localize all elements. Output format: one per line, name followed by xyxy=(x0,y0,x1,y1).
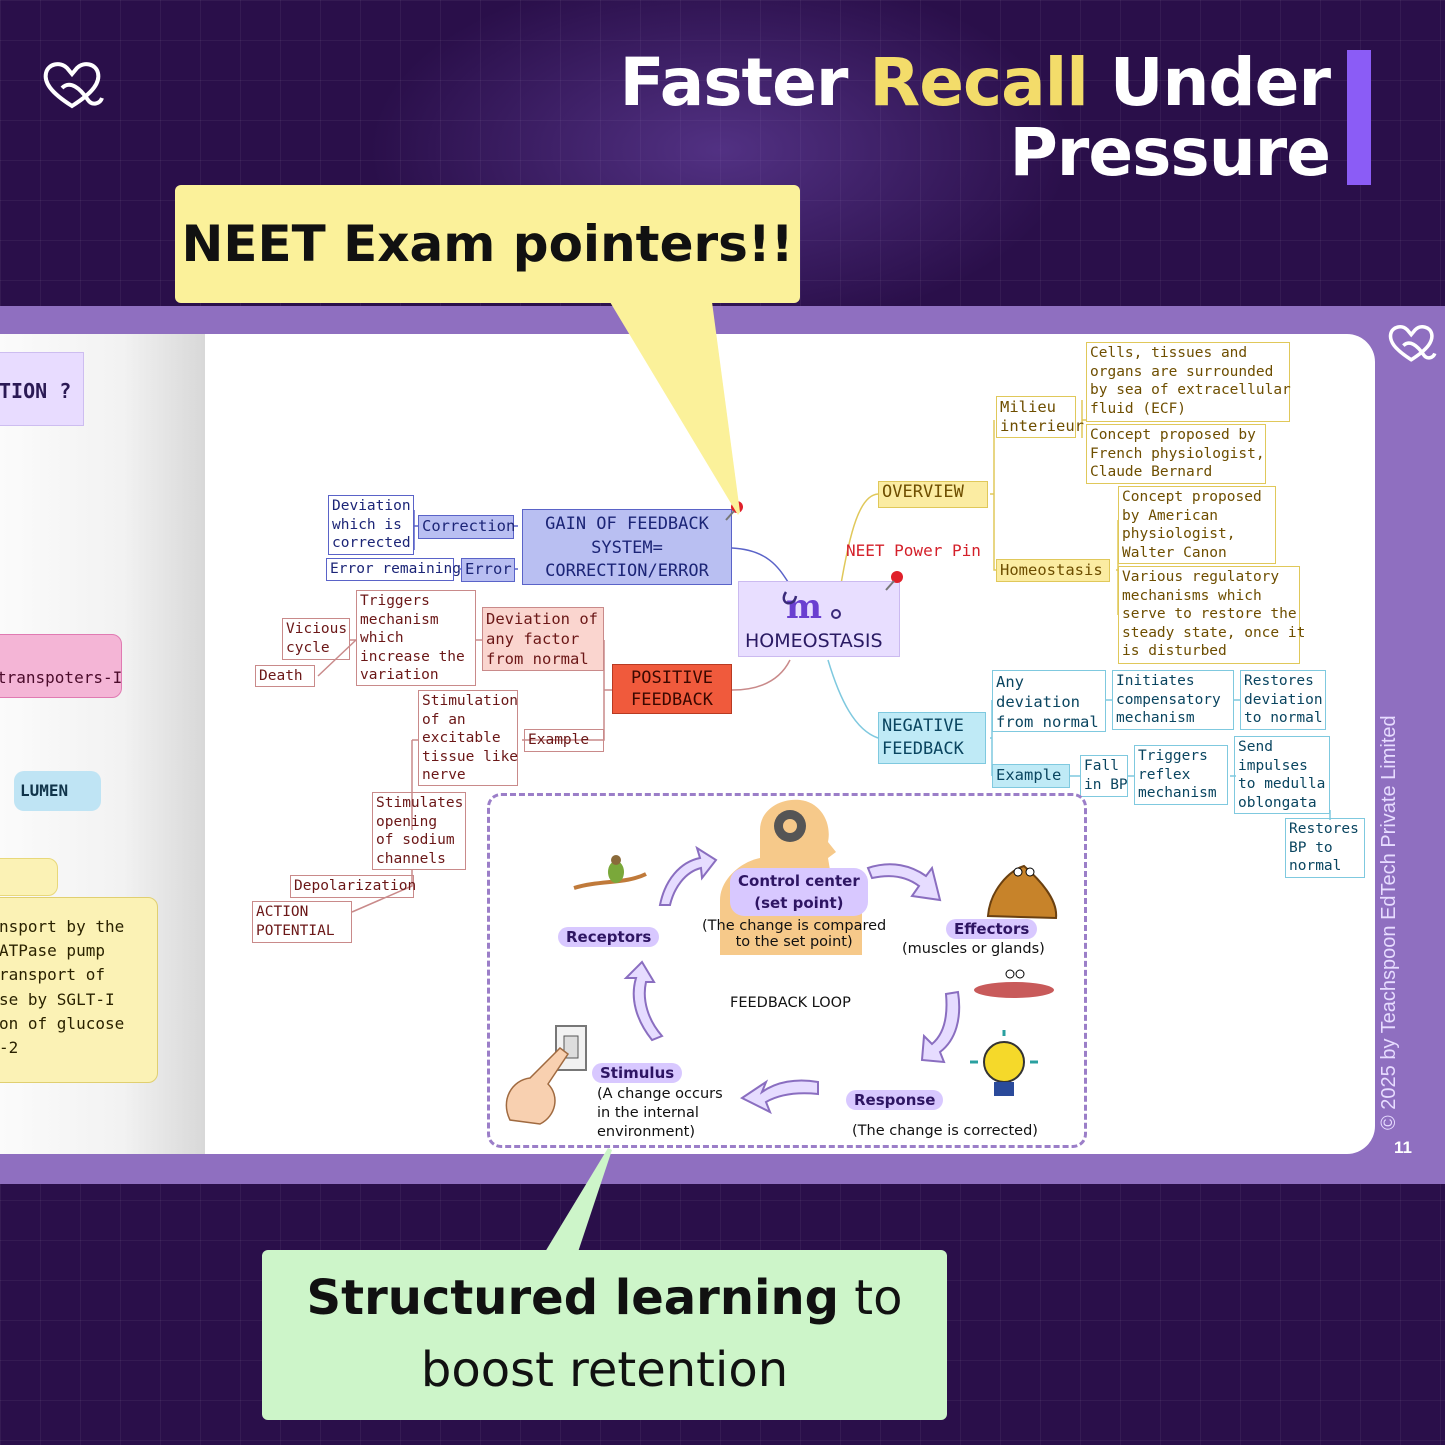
structured-learning-callout: Structured learning to boost retention xyxy=(262,1250,947,1420)
heart-logo-small-icon xyxy=(1388,325,1437,362)
callout-bold-text: Structured learning xyxy=(306,1270,839,1326)
homeostasis-node: Homeostasis xyxy=(996,559,1110,582)
effectors-caption: (muscles or glands) xyxy=(902,941,1045,957)
callout-line2: boost retention xyxy=(420,1342,789,1398)
correction-node: Correction xyxy=(418,515,515,539)
question-box: TION ? xyxy=(0,352,84,426)
callout-rest-text: to xyxy=(839,1270,903,1326)
heart-logo-icon xyxy=(43,62,104,109)
right-page xyxy=(205,334,1375,1154)
title-accent-bar xyxy=(1347,50,1371,185)
center-node xyxy=(738,581,900,657)
gland-effector-icon xyxy=(986,864,1058,920)
hand-switch-stimulus-icon xyxy=(505,1025,587,1125)
title-part2: Under xyxy=(1087,44,1331,121)
arrow-receptors-to-control xyxy=(658,845,718,906)
arrow-response-to-stimulus xyxy=(740,1079,819,1115)
stimulus-pill: Stimulus xyxy=(592,1063,683,1083)
response-pill: Response xyxy=(846,1090,944,1110)
feedback-loop-title: FEEDBACK LOOP xyxy=(730,995,851,1011)
pin-icon xyxy=(885,571,903,591)
transport-label-box xyxy=(0,858,58,896)
title-accent: Recall xyxy=(869,44,1088,121)
lightbulb-response-icon xyxy=(970,1030,1038,1096)
neg-example-node: Example xyxy=(992,764,1070,788)
arrow-control-to-effectors xyxy=(866,863,942,902)
death-node: Death xyxy=(255,665,315,687)
center-label: HOMEOSTASIS xyxy=(745,630,883,652)
response-caption: (The change is corrected) xyxy=(852,1123,1038,1139)
feedback-loop-frame xyxy=(487,793,1087,1148)
muscle-effector-icon xyxy=(974,969,1054,998)
receptors-pill: Receptors xyxy=(558,927,660,947)
overview-node: OVERVIEW xyxy=(878,481,988,508)
neet-power-pin-label: NEET Power Pin xyxy=(846,541,981,560)
title-line2: Pressure xyxy=(1009,114,1331,191)
transporters-box: transpoters-I xyxy=(0,634,122,698)
bird-on-branch-icon xyxy=(573,855,647,890)
title-part1: Faster xyxy=(619,44,870,121)
arrow-stimulus-to-receptors xyxy=(623,960,664,1042)
effectors-pill: Effectors xyxy=(946,919,1038,939)
depolarization-node: Depolarization xyxy=(290,875,416,898)
svg-text:m: m xyxy=(786,587,822,626)
stethoscope-logo-icon: m xyxy=(782,587,841,626)
left-page: TION ? transpoters-I LUMEN nsport by the… xyxy=(0,334,205,1154)
arrow-effectors-to-response xyxy=(920,990,961,1064)
error-node: Error xyxy=(461,558,515,582)
pos-example-node: Example xyxy=(524,729,604,752)
neet-pointers-callout: NEET Exam pointers!! xyxy=(175,185,800,303)
error-remaining-node: Error remaining xyxy=(326,558,461,581)
control-center-pill: Control center(set point) xyxy=(730,868,868,916)
page-number: 11 xyxy=(1394,1138,1412,1157)
page-title: Faster Recall Under Pressure xyxy=(619,48,1331,191)
lumen-box: LUMEN xyxy=(14,771,101,811)
